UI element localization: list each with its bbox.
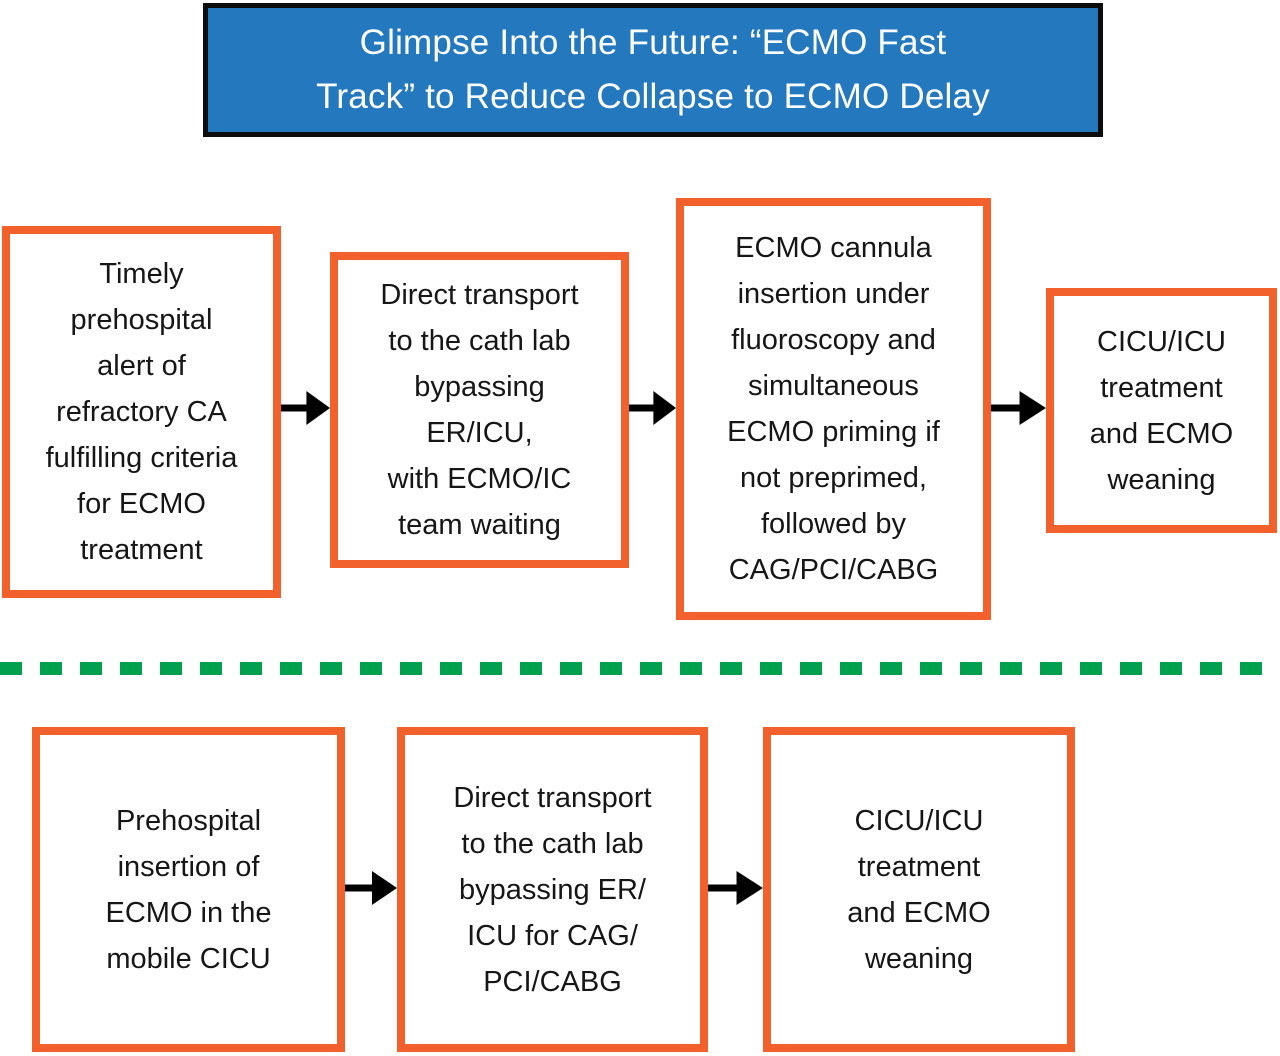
box-prehospital-ecmo-insertion-label: Prehospital insertion of ECMO in the mob… xyxy=(105,804,272,975)
box-cicu-icu-treatment-bottom-label: CICU/ICU treatment and ECMO weaning xyxy=(847,804,991,975)
arrow-right-icon xyxy=(991,388,1046,428)
dashed-divider xyxy=(0,662,1280,675)
box-ecmo-cannula-insertion: ECMO cannula insertion under fluoroscopy… xyxy=(676,198,991,620)
box-cicu-icu-treatment-top-label: CICU/ICU treatment and ECMO weaning xyxy=(1089,325,1234,496)
arrow-right-icon xyxy=(281,388,330,428)
box-cicu-icu-treatment-top: CICU/ICU treatment and ECMO weaning xyxy=(1046,288,1277,533)
arrow-right-icon xyxy=(345,868,397,908)
box-direct-transport-cag-pci: Direct transport to the cath lab bypassi… xyxy=(397,727,708,1052)
arrow-right-icon xyxy=(629,388,676,428)
box-direct-transport-cath-lab-label: Direct transport to the cath lab bypassi… xyxy=(380,279,579,541)
box-prehospital-ecmo-insertion: Prehospital insertion of ECMO in the mob… xyxy=(32,727,345,1052)
box-timely-prehospital-alert-label: Timely prehospital alert of refractory C… xyxy=(45,258,238,566)
box-ecmo-cannula-insertion-label: ECMO cannula insertion under fluoroscopy… xyxy=(727,232,940,586)
box-cicu-icu-treatment-bottom: CICU/ICU treatment and ECMO weaning xyxy=(763,727,1075,1052)
arrow-right-icon xyxy=(708,868,763,908)
diagram-title: Glimpse Into the Future: “ECMO Fast Trac… xyxy=(316,23,990,116)
box-timely-prehospital-alert: Timely prehospital alert of refractory C… xyxy=(2,226,281,598)
diagram-title-box: Glimpse Into the Future: “ECMO Fast Trac… xyxy=(203,3,1103,137)
box-direct-transport-cath-lab: Direct transport to the cath lab bypassi… xyxy=(330,252,629,568)
box-direct-transport-cag-pci-label: Direct transport to the cath lab bypassi… xyxy=(453,781,652,998)
